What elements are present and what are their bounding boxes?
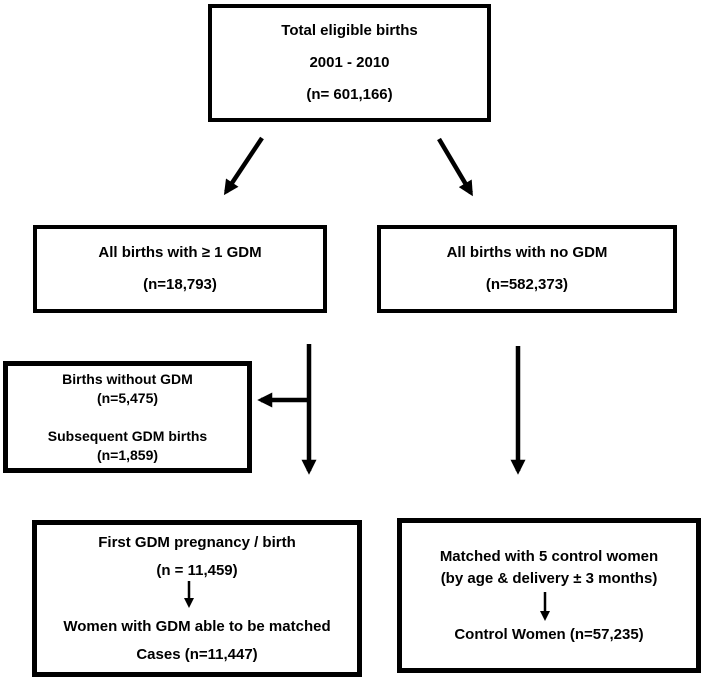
node-count: (n=18,793) bbox=[143, 276, 217, 293]
node-count: (n= 601,166) bbox=[306, 86, 393, 103]
node-control-count: Control Women (n=57,235) bbox=[454, 625, 644, 643]
excluded-count-2: (n=1,859) bbox=[96, 446, 159, 463]
node-births-no-gdm: All births with no GDM (n=582,373) bbox=[377, 225, 677, 313]
node-subtitle: Women with GDM able to be matched bbox=[63, 617, 331, 635]
arrow-total-to-gdm bbox=[223, 136, 264, 196]
node-births-with-gdm: All births with ≥ 1 GDM (n=18,793) bbox=[33, 225, 327, 313]
node-cases-count: Cases (n=11,447) bbox=[136, 645, 258, 663]
node-title: Total eligible births bbox=[281, 22, 418, 39]
excluded-line-1: Births without GDM bbox=[62, 370, 193, 387]
node-title: Matched with 5 control women bbox=[439, 547, 659, 565]
node-title: All births with no GDM bbox=[446, 244, 608, 261]
node-first-gdm-pregnancy: First GDM pregnancy / birth (n = 11,459)… bbox=[32, 520, 362, 677]
excluded-line-2: Subsequent GDM births bbox=[47, 427, 208, 444]
excluded-gap bbox=[8, 408, 247, 427]
node-excluded-births: Births without GDM (n=5,475) Subsequent … bbox=[3, 361, 252, 473]
node-matched-controls: Matched with 5 control women (by age & d… bbox=[397, 518, 701, 673]
node-years: 2001 - 2010 bbox=[309, 54, 390, 71]
node-criteria: (by age & delivery ± 3 months) bbox=[440, 569, 658, 587]
excluded-count-1: (n=5,475) bbox=[96, 389, 159, 406]
arrow-total-to-nogdm bbox=[437, 137, 473, 197]
node-count: (n = 11,459) bbox=[156, 561, 238, 579]
node-title: First GDM pregnancy / birth bbox=[98, 533, 296, 551]
node-count: (n=582,373) bbox=[485, 276, 569, 293]
node-title: All births with ≥ 1 GDM bbox=[98, 244, 262, 261]
node-total-eligible-births: Total eligible births 2001 - 2010 (n= 60… bbox=[208, 4, 491, 122]
